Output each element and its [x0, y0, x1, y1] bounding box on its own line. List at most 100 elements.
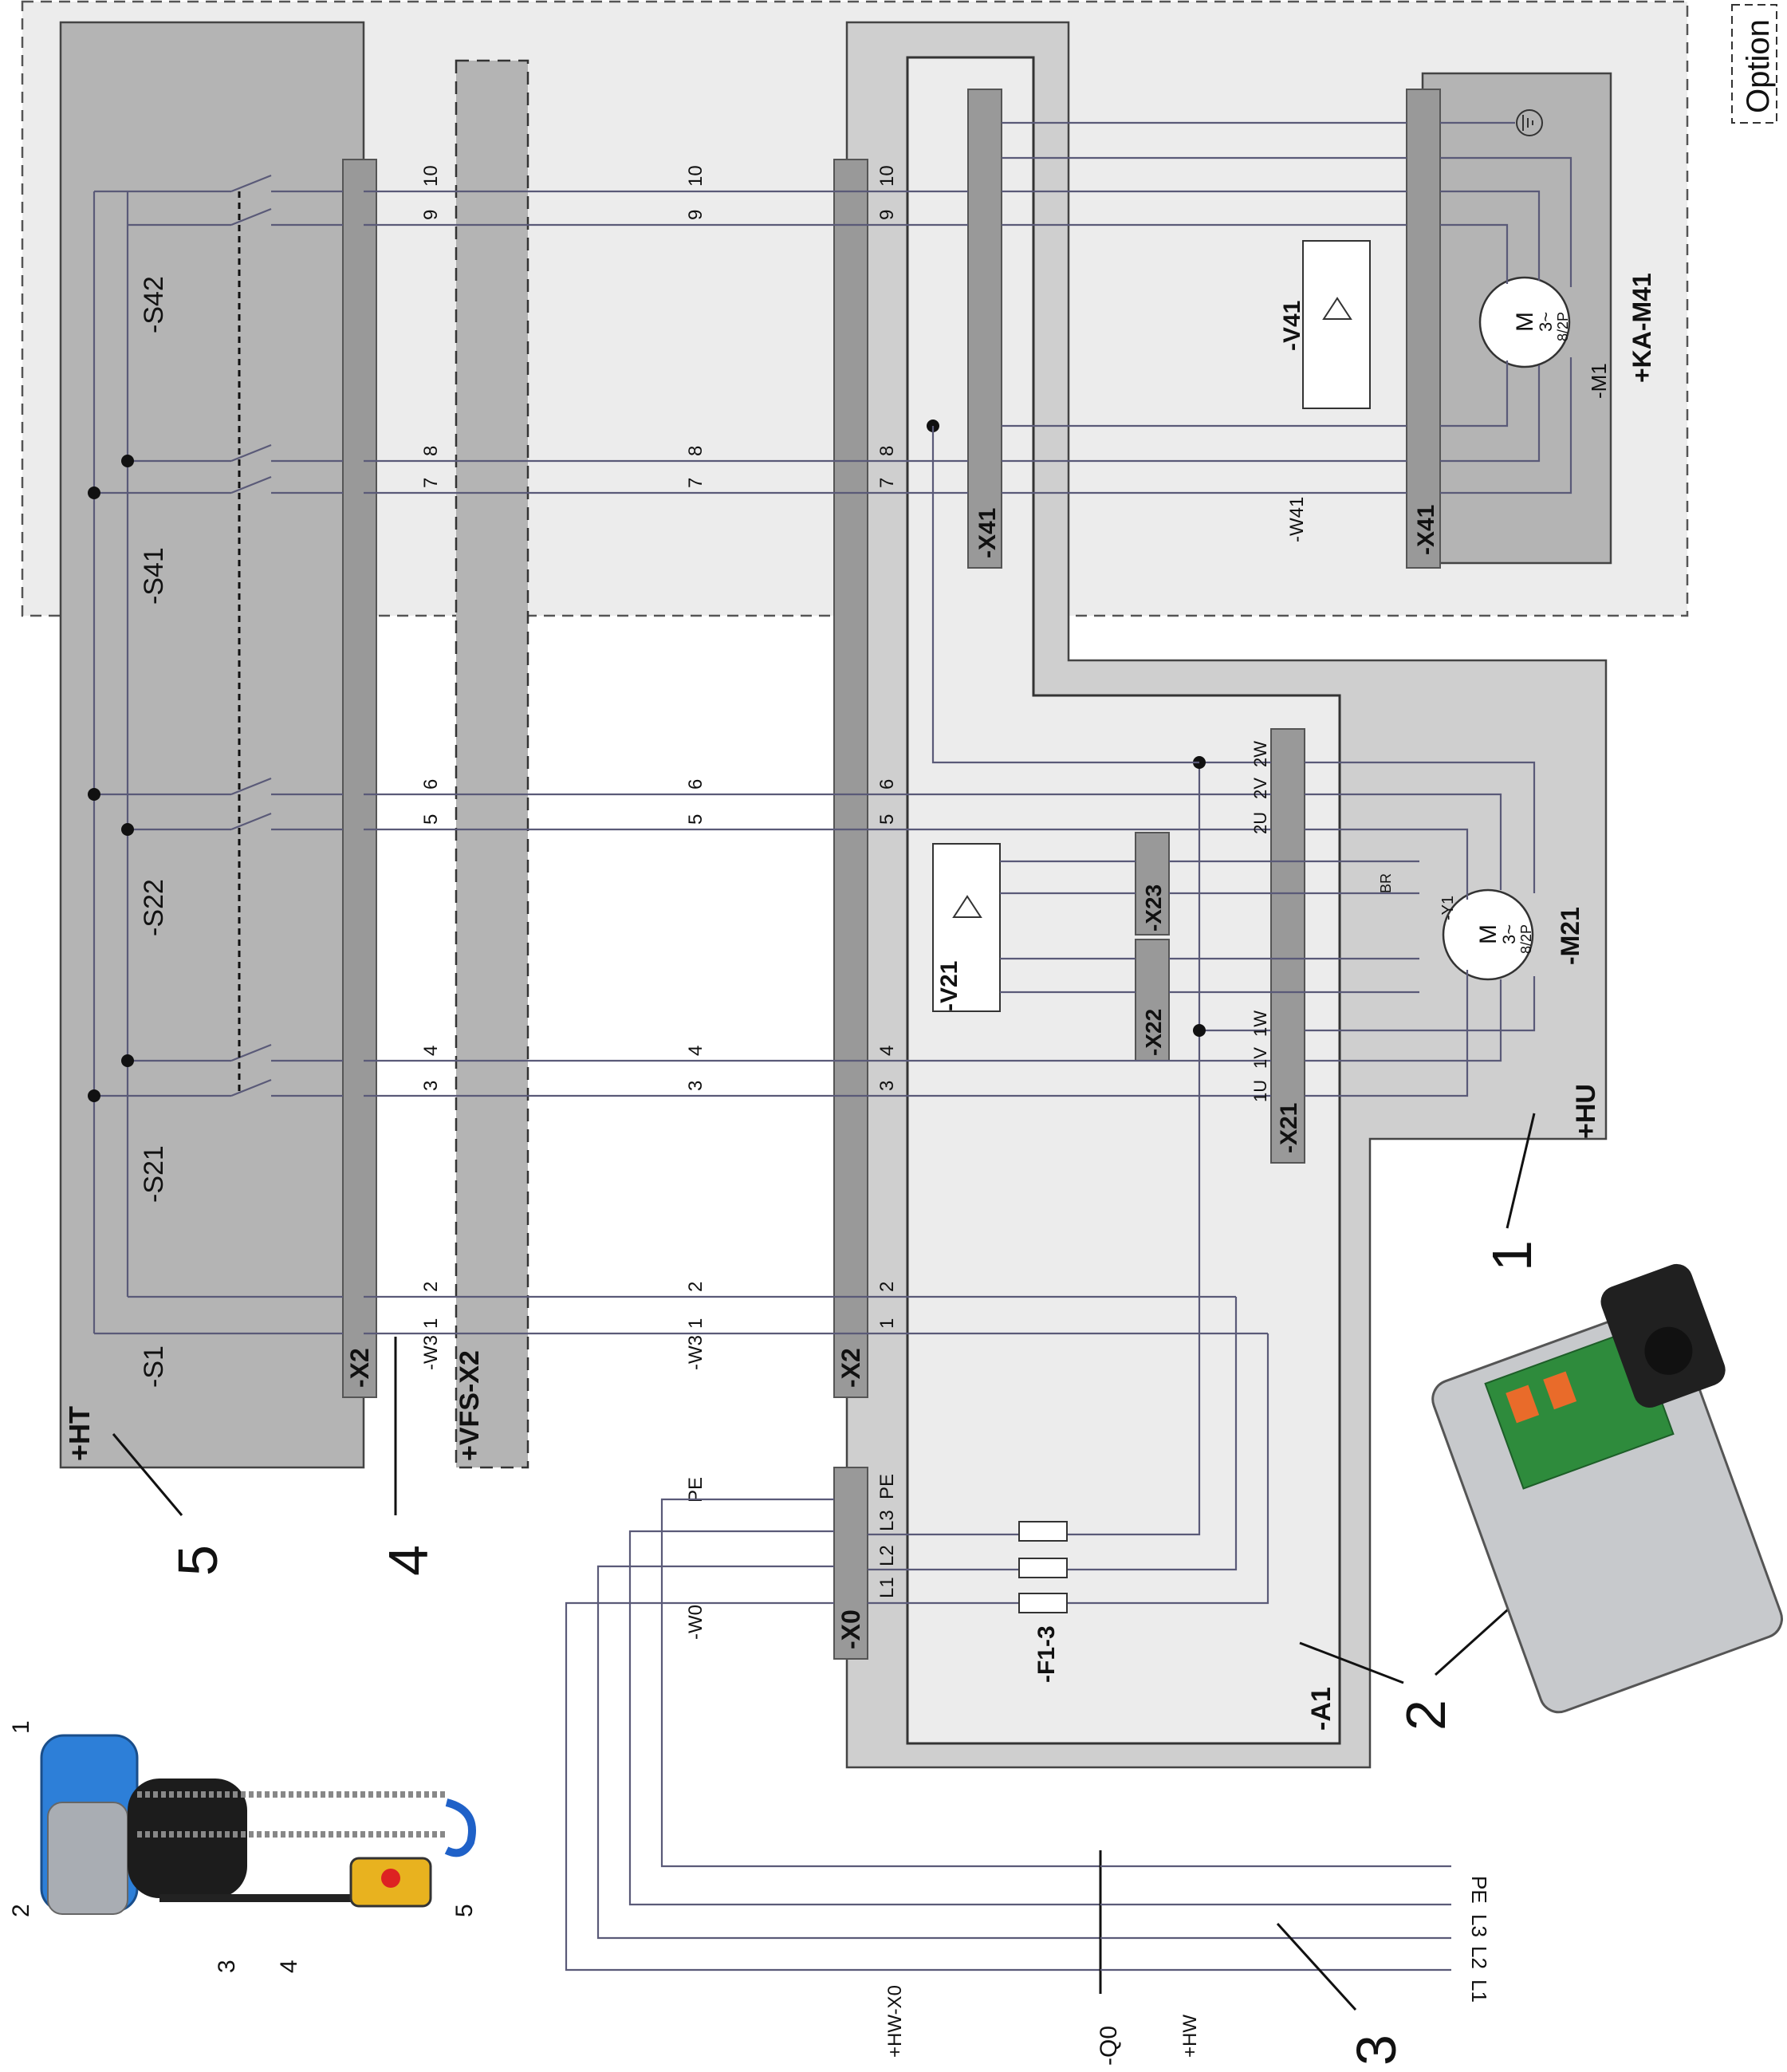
svg-text:2: 2 [420, 1282, 442, 1292]
svg-text:5: 5 [167, 1545, 229, 1576]
option-label-box: Option [1731, 4, 1777, 124]
svg-text:L2: L2 [1467, 1946, 1491, 1969]
motor-m1-wires [931, 121, 1572, 764]
svg-text:1: 1 [876, 1318, 898, 1329]
w0-cable-label: -W0 [685, 1605, 707, 1640]
x21-label: -X21 [1276, 1103, 1302, 1153]
hw-x0-label: +HW-X0 [884, 1985, 906, 2058]
svg-text:1W: 1W [1250, 1010, 1270, 1037]
x2-rail-pendant [342, 159, 377, 1398]
callout-4: 4 [377, 1337, 439, 1576]
fuse-f1-3-label: -F1-3 [1033, 1625, 1060, 1683]
s1-switch-label: -S1 [139, 1345, 169, 1388]
svg-text:5: 5 [451, 1904, 478, 1917]
m21-label: -M21 [1556, 907, 1584, 965]
supply-wires [565, 1498, 1451, 1994]
diode-icon [1322, 297, 1352, 320]
svg-text:8: 8 [420, 446, 442, 456]
motor-m21-wires [1000, 761, 1536, 1097]
svg-text:10: 10 [420, 165, 442, 187]
control-box-photo [1431, 1263, 1783, 1714]
svg-text:PE: PE [876, 1474, 898, 1499]
svg-text:5: 5 [876, 814, 898, 825]
svg-text:4: 4 [685, 1046, 707, 1056]
svg-text:9: 9 [420, 210, 442, 220]
svg-text:3: 3 [1345, 2035, 1407, 2066]
svg-text:3: 3 [685, 1081, 707, 1091]
a1-board [906, 56, 1341, 1745]
svg-text:L3: L3 [1467, 1914, 1491, 1937]
callout-1: 1 [1481, 1113, 1543, 1271]
x21-rail [1270, 728, 1305, 1164]
q0-label: -Q0 [1096, 2026, 1122, 2066]
svg-text:2V: 2V [1250, 778, 1270, 799]
x2-terminal-labels: 10 9 8 7 6 5 4 3 2 1 [876, 165, 898, 1329]
v21-label: -V21 [936, 961, 962, 1011]
svg-text:1U: 1U [1250, 1080, 1270, 1102]
vfs-box [455, 59, 529, 1469]
m1-label: -M1 [1587, 363, 1611, 399]
x41-motor-label: -X41 [1413, 505, 1439, 555]
ht-area-label: +HT [63, 1406, 96, 1461]
x41-rail-motor [1406, 89, 1441, 569]
fuse-f1-3 [1018, 1521, 1068, 1613]
a1-board-label: -A1 [1306, 1687, 1336, 1731]
svg-text:L2: L2 [876, 1545, 898, 1566]
motor-symbol: M [1475, 924, 1502, 944]
svg-text:4: 4 [377, 1545, 439, 1576]
ht-housing [59, 21, 365, 1469]
diode-icon [952, 895, 982, 918]
svg-text:1: 1 [420, 1318, 442, 1329]
svg-text:5: 5 [420, 814, 442, 825]
s42-switch-label: -S42 [139, 276, 169, 333]
svg-text:9: 9 [685, 210, 707, 220]
junction-dot [121, 823, 134, 836]
w41-cable-label: -W41 [1286, 497, 1308, 542]
rectifier-v21 [932, 843, 1001, 1012]
svg-text:6: 6 [420, 779, 442, 790]
svg-text:1V: 1V [1250, 1047, 1270, 1069]
svg-text:3: 3 [214, 1960, 240, 1973]
svg-text:4: 4 [876, 1046, 898, 1056]
junction-dot [121, 1054, 134, 1067]
svg-text:3: 3 [420, 1081, 442, 1091]
svg-text:4: 4 [276, 1960, 302, 1973]
option-label: Option [1741, 19, 1776, 113]
ka-m41-area-label: +KA-M41 [1628, 273, 1656, 383]
s21-switch-label: -S21 [139, 1145, 169, 1203]
svg-text:PE: PE [685, 1477, 707, 1503]
w3-cable-label: -W3 [420, 1335, 442, 1370]
svg-text:5: 5 [685, 814, 707, 825]
x2-board-label: -X2 [836, 1348, 865, 1388]
svg-text:2: 2 [876, 1282, 898, 1292]
ground-icon [1516, 109, 1543, 136]
svg-text:7: 7 [420, 478, 442, 488]
svg-text:1: 1 [685, 1318, 707, 1329]
svg-text:3: 3 [876, 1081, 898, 1091]
svg-text:6: 6 [876, 779, 898, 790]
svg-text:2: 2 [8, 1904, 34, 1917]
motor-poles: 8/2P [1555, 312, 1571, 341]
svg-text:2: 2 [685, 1282, 707, 1292]
s22-switch-label: -S22 [139, 879, 169, 936]
svg-text:L3: L3 [876, 1510, 898, 1531]
x23-rail [1135, 832, 1170, 936]
svg-text:4: 4 [420, 1046, 442, 1056]
motor-poles: 8/2P [1518, 924, 1534, 954]
x2-rail-board [833, 159, 868, 1398]
svg-text:9: 9 [876, 210, 898, 220]
supply-line-labels: PE L3 L2 L1 [1467, 1876, 1491, 2003]
svg-text:8: 8 [876, 446, 898, 456]
svg-text:L1: L1 [1467, 1979, 1491, 2003]
svg-text:7: 7 [876, 478, 898, 488]
control-wires [364, 190, 1271, 1605]
junction-dot [88, 788, 100, 801]
photo-callout-labels: 1 2 3 4 5 [8, 1720, 478, 1973]
svg-text:10: 10 [876, 165, 898, 187]
svg-text:1: 1 [8, 1720, 34, 1734]
motor-phase: 3~ [1536, 312, 1556, 332]
junction-dot [88, 1089, 100, 1102]
vfs-area-label: +VFS-X2 [455, 1350, 485, 1461]
x23-label: -X23 [1141, 884, 1166, 932]
